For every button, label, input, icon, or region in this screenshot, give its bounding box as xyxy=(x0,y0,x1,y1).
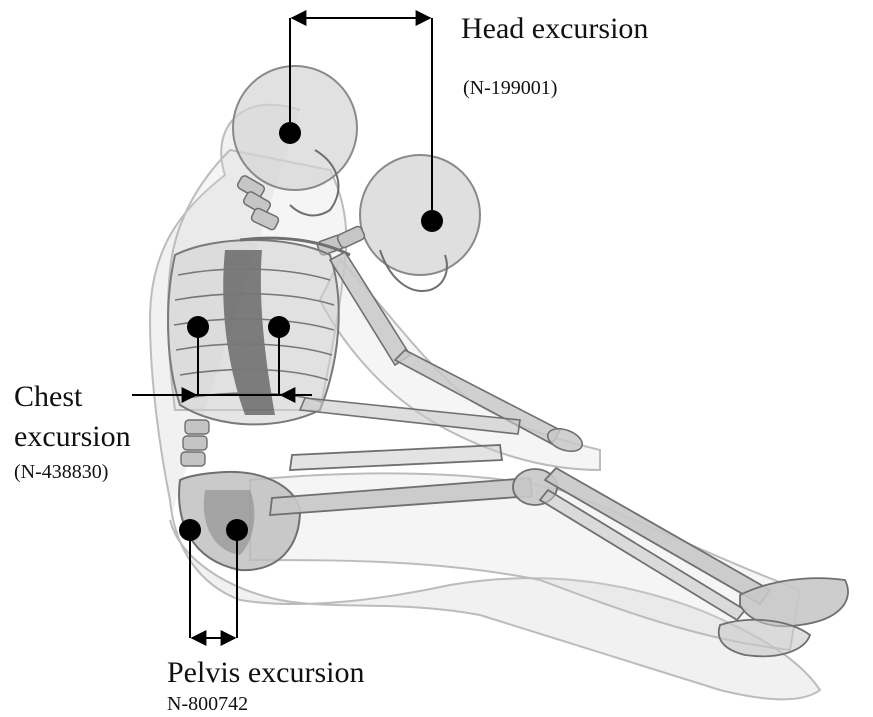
pelvis-initial-marker xyxy=(179,519,201,541)
head-excursion-label: Head excursion xyxy=(461,14,648,44)
head-initial-marker xyxy=(279,122,301,144)
chest-excursion-label-line1: Chest xyxy=(14,382,82,412)
femur-2 xyxy=(290,445,502,470)
head-final-shell xyxy=(360,155,480,275)
head-final-marker xyxy=(421,210,443,232)
head-final xyxy=(360,155,480,291)
pelvis-node-id: N-800742 xyxy=(167,694,248,714)
head-node-id: (N-199001) xyxy=(463,78,557,98)
pelvis-excursion-label: Pelvis excursion xyxy=(167,658,364,688)
pelvis-final-marker xyxy=(226,519,248,541)
chest-excursion-label-line2: excursion xyxy=(14,422,131,452)
lumbar-spine xyxy=(181,420,209,466)
chest-node-id: (N-438830) xyxy=(14,462,108,482)
chest-final-marker xyxy=(268,316,290,338)
chest-initial-marker xyxy=(187,316,209,338)
